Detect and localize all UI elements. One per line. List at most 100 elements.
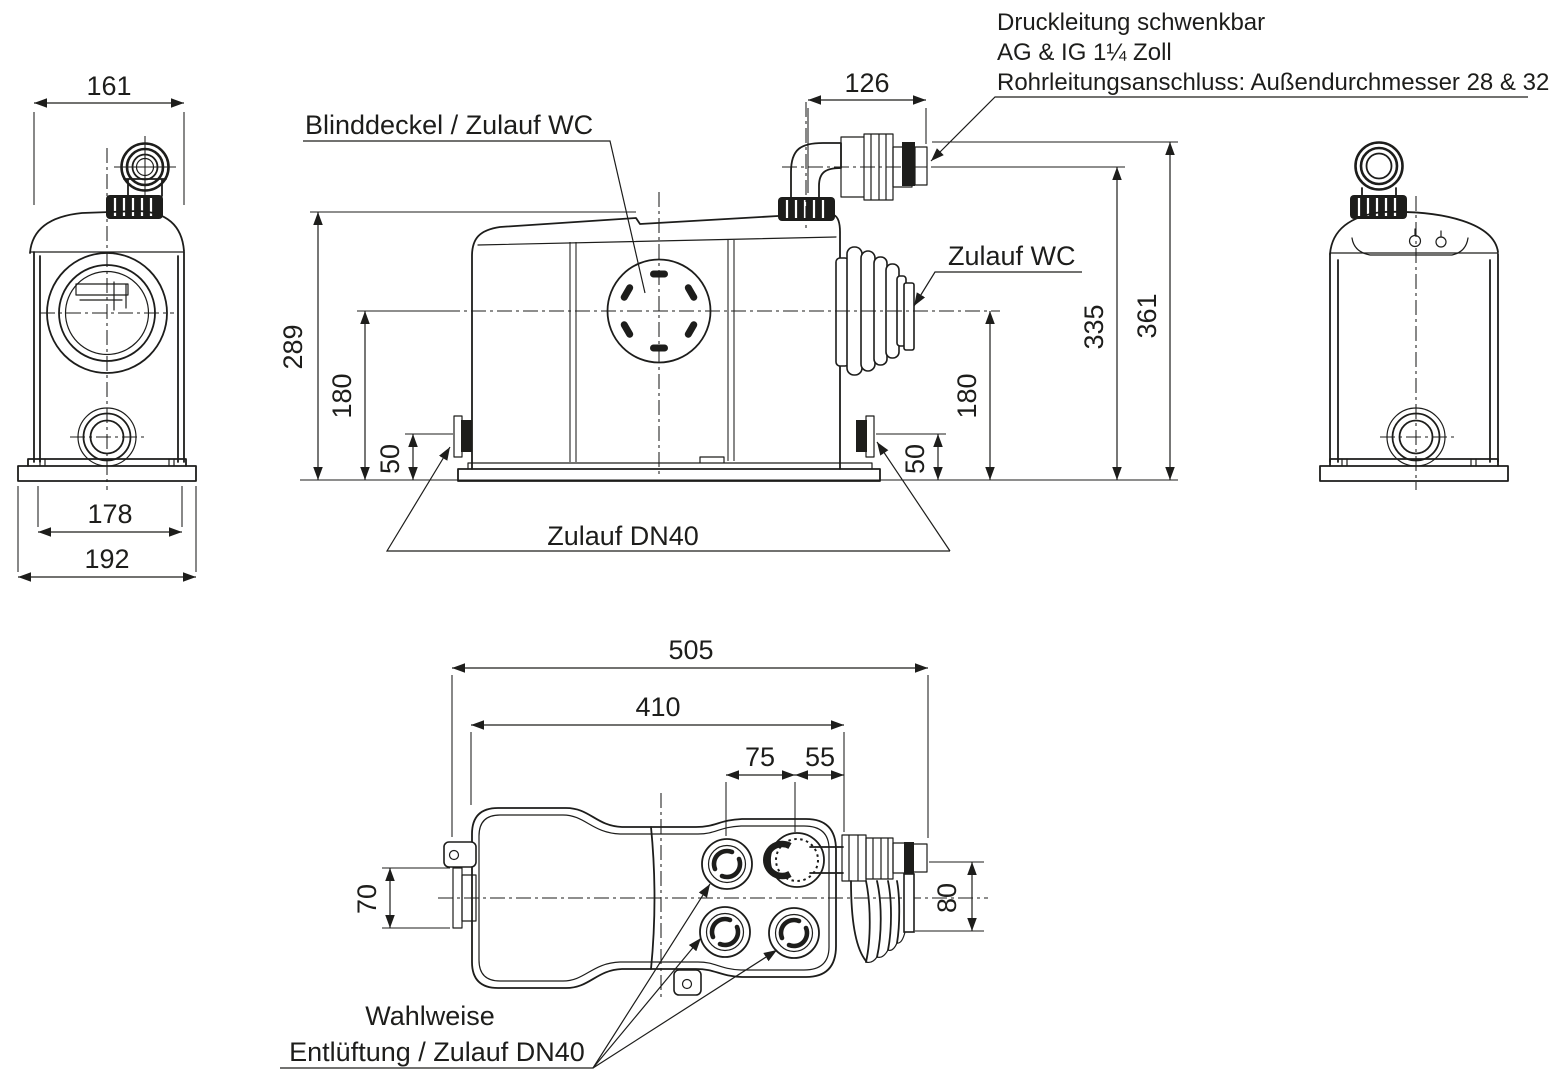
fitting-tip (914, 146, 928, 186)
lid-bump-stems (1414, 228, 1442, 238)
nut-ribs (113, 198, 153, 216)
nut-ribs (1357, 198, 1397, 216)
dn40-left-port (461, 420, 472, 452)
dim-50-right: 50 (900, 444, 930, 474)
leader-zulauf-dn40-left (385, 446, 950, 552)
dim-80: 80 (932, 883, 962, 913)
bellows-fold-bottoms (865, 931, 906, 964)
bellows-end-ring (903, 873, 915, 933)
label-wahlweise-1: Wahlweise (365, 1001, 495, 1031)
bellows-outline (850, 880, 867, 962)
annotation-line-2: AG & IG 1¼ Zoll (997, 39, 1172, 66)
nut-ribs (785, 200, 825, 218)
fitting-tip (912, 843, 928, 873)
druckleitung-annotation: Druckleitung schwenkbar AG & IG 1¼ Zoll … (930, 9, 1549, 162)
dim-180-left: 180 (327, 373, 357, 418)
dim-75: 75 (745, 742, 775, 772)
end-view-right (1319, 141, 1509, 490)
elbow-ring-mid (1359, 146, 1399, 186)
base-notches (1341, 458, 1477, 467)
ext-192 (17, 486, 197, 572)
leader-blinddeckel (303, 140, 646, 294)
tank-outline (471, 214, 841, 470)
ext-505 (451, 675, 929, 838)
dim-410: 410 (635, 692, 680, 722)
dim-192: 192 (84, 544, 129, 574)
o-ring-band (904, 842, 914, 874)
tank-outline-inner (478, 814, 830, 982)
tank-body (1329, 253, 1499, 463)
knurled-nut (106, 195, 163, 219)
outlet-port (769, 832, 825, 888)
mounting-tab-left (443, 841, 477, 868)
outlet-pipe (809, 846, 844, 874)
tank-outline-outer (471, 807, 837, 989)
outlet-knurl-ring (775, 838, 819, 882)
tank-lid (29, 210, 185, 254)
dim-126: 126 (844, 68, 889, 98)
elbow-ring-outer (1354, 141, 1404, 191)
base-lower (1319, 465, 1509, 482)
tab-hole-left (448, 849, 460, 861)
ext-75-55 (725, 782, 796, 836)
ext-161 (33, 112, 185, 205)
leader-zulauf-dn40-right (876, 441, 951, 552)
front-view: 126 289 180 50 50 180 335 361 Blinddecke… (278, 68, 1178, 552)
label-zulauf-dn40: Zulauf DN40 (547, 521, 699, 551)
dim-178: 178 (87, 499, 132, 529)
bellows-end-ring (903, 282, 915, 351)
dim-70: 70 (352, 884, 382, 914)
fitting-neck (892, 842, 906, 874)
elbow-pipe (790, 142, 842, 198)
lid-bump-1 (1408, 234, 1422, 248)
annotation-line-1: Druckleitung schwenkbar (997, 9, 1265, 36)
base-notches (39, 458, 175, 467)
leader-wahlweise-3 (592, 949, 778, 1069)
dn40-right-port (856, 420, 867, 452)
base-upper (27, 458, 187, 467)
dim-55: 55 (805, 742, 835, 772)
leader-wahlweise-2 (592, 937, 702, 1069)
ext-126 (807, 108, 927, 193)
lid-seam (477, 236, 837, 246)
label-zulauf-wc: Zulauf WC (948, 241, 1076, 271)
base-upper (1329, 458, 1499, 467)
ext-178 (37, 486, 183, 527)
base-lower (17, 465, 197, 482)
panel-lines (569, 240, 735, 462)
outlet-elbow-section (763, 840, 792, 880)
annotation-line-3: Rohrleitungsanschluss: Außendurchmesser … (997, 69, 1549, 96)
mounting-tab-bottom (673, 969, 702, 996)
tank-body (33, 251, 185, 463)
leader-zulauf-wc (913, 271, 1082, 307)
outlet-stub (123, 178, 167, 197)
top-view: 505 410 75 55 70 80 Wahlweise Entlüftung… (280, 635, 988, 1069)
dim-335: 335 (1079, 304, 1109, 349)
union-nut (841, 834, 867, 882)
dn40-left-flange (453, 415, 463, 458)
knurled-nut (1350, 195, 1407, 219)
dim-289: 289 (278, 324, 308, 369)
label-blinddeckel: Blinddeckel / Zulauf WC (305, 110, 593, 140)
bellows-folds (865, 880, 901, 963)
dn40-right-flange (865, 415, 875, 458)
tab-hole-bottom (681, 978, 693, 990)
dim-361: 361 (1132, 293, 1162, 338)
o-ring-band (902, 142, 915, 186)
outlet-centermark (114, 136, 176, 198)
dim-505: 505 (668, 635, 713, 665)
dn40-side-port (461, 874, 477, 922)
lid-recess (1351, 237, 1469, 256)
dim-161: 161 (86, 71, 131, 101)
dim-50-left: 50 (375, 444, 405, 474)
ext-410 (470, 732, 845, 832)
coupling-rings (865, 837, 894, 880)
leader-druckleitung (930, 96, 1528, 162)
tank-lid (1329, 210, 1499, 255)
base-lip (467, 456, 873, 470)
inner-mechanism (75, 281, 129, 311)
base-plate (457, 468, 881, 482)
dim-180-right: 180 (952, 373, 982, 418)
